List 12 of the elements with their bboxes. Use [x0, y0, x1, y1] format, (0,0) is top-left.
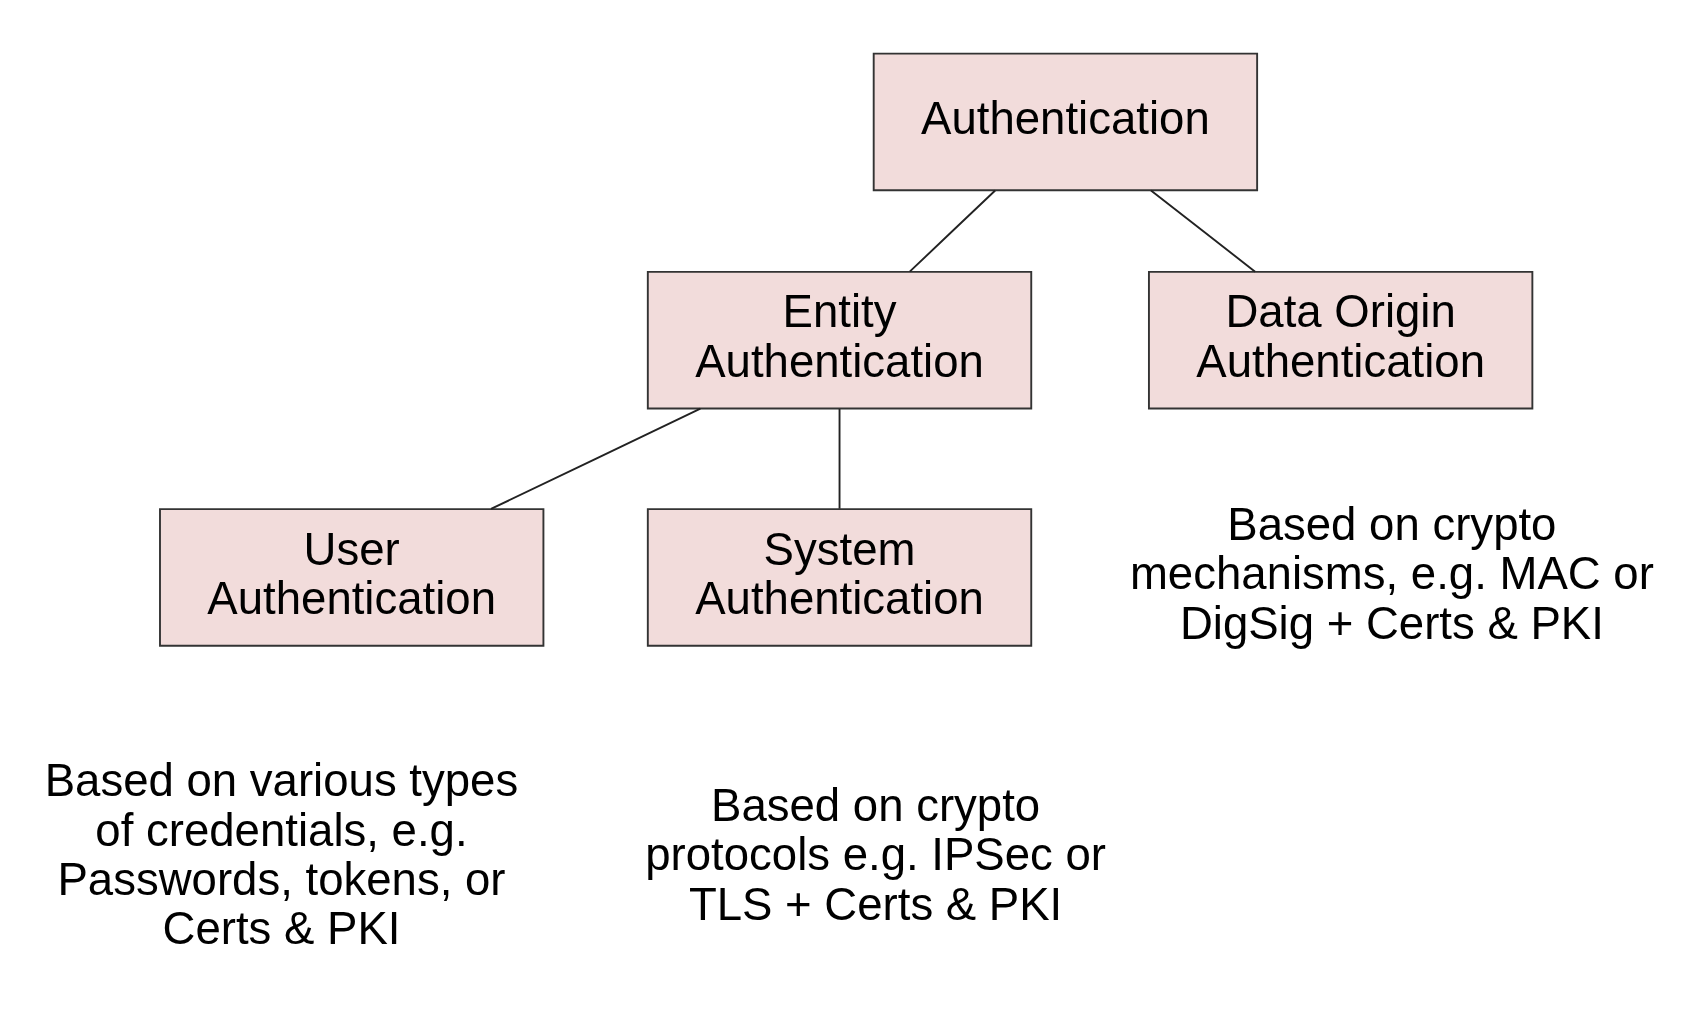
node-label: Based on various types of credentials, e.g. Passwords, tokens, or Certs & PKI — [44, 754, 519, 954]
connector — [908, 189, 997, 273]
node-label: Based on crypto mechanisms, e.g. MAC or DigSig + Certs & PKI — [1129, 498, 1654, 649]
connector — [838, 407, 841, 510]
node-box: Data Origin Authentication — [1148, 270, 1534, 409]
node-box: Entity Authentication — [646, 270, 1033, 409]
node-box: Authentication — [872, 52, 1259, 191]
connector — [490, 407, 702, 510]
node-box: User Authentication — [159, 507, 545, 647]
node-label: Based on crypto protocols e.g. IPSec or TLS + Certs & PKI — [645, 779, 1106, 930]
node-box: System Authentication — [646, 507, 1033, 647]
connector — [1150, 189, 1257, 273]
